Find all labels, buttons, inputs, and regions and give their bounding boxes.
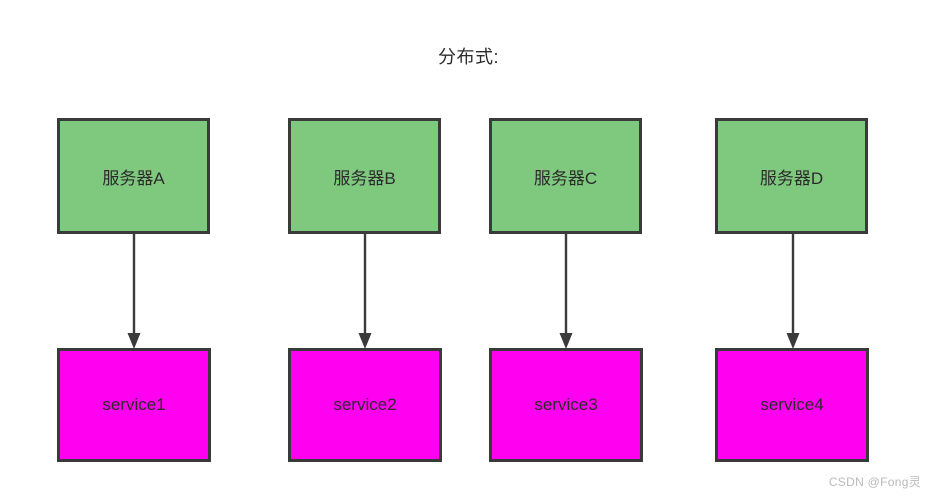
server-node-label: 服务器A bbox=[102, 168, 165, 188]
arrow-down-icon bbox=[784, 233, 802, 349]
page-title: 分布式: bbox=[437, 47, 499, 67]
arrow-down-icon bbox=[125, 233, 143, 349]
arrow-down-icon bbox=[356, 233, 374, 349]
server-node-label: 服务器B bbox=[333, 168, 396, 188]
server-node-label: 服务器D bbox=[759, 168, 824, 188]
service-node[interactable]: service3 bbox=[489, 348, 643, 462]
service-node[interactable]: service1 bbox=[57, 348, 211, 462]
server-node[interactable]: 服务器C bbox=[489, 118, 642, 234]
server-node[interactable]: 服务器B bbox=[288, 118, 441, 234]
service-node-label: service4 bbox=[760, 395, 824, 414]
service-node-label: service3 bbox=[534, 395, 598, 414]
server-node[interactable]: 服务器A bbox=[57, 118, 210, 234]
service-node-label: service1 bbox=[102, 395, 166, 414]
server-node[interactable]: 服务器D bbox=[715, 118, 868, 234]
service-node[interactable]: service4 bbox=[715, 348, 869, 462]
watermark: CSDN @Fong灵 bbox=[828, 475, 921, 489]
service-node-label: service2 bbox=[333, 395, 397, 414]
server-node-label: 服务器C bbox=[533, 168, 598, 188]
arrow-down-icon bbox=[557, 233, 575, 349]
service-node[interactable]: service2 bbox=[288, 348, 442, 462]
